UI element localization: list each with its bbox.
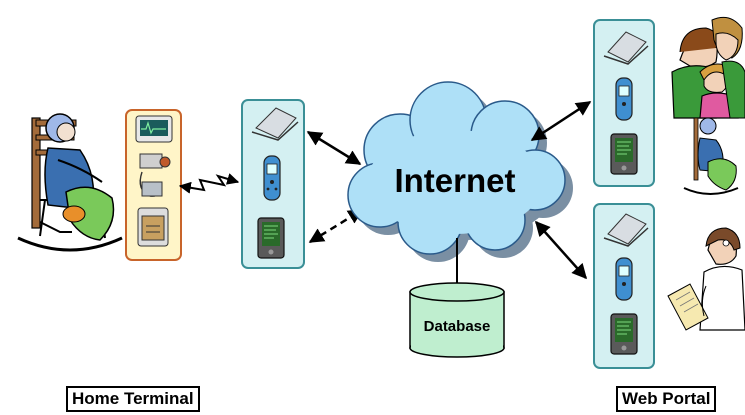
mobile-phone-icon [615,77,633,121]
laptop-icon [251,107,299,141]
link-home-internet-dashed [308,208,364,244]
laptop-icon [603,31,649,65]
home-terminal-caption: Home Terminal [66,386,200,412]
patient-in-rocking-chair-icon [17,113,123,252]
laptop-icon [603,213,649,247]
database-label: Database [424,318,491,335]
wireless-link [178,173,240,194]
patient-small-icon [683,117,739,195]
ecg-monitor-icon [135,115,173,143]
pda-icon [610,133,638,175]
pda-icon [610,313,638,355]
pda-icon [257,217,285,259]
internet-cloud: Internet [347,81,573,262]
link-home-internet [306,130,362,166]
mobile-phone-icon [263,155,281,201]
link-internet-portal-top [530,100,592,142]
doctor-icon [667,227,745,331]
link-internet-portal-bottom [535,220,587,280]
database-cylinder: Database [409,282,505,358]
blood-pressure-cuff-icon [139,153,171,197]
internet-label: Internet [394,162,515,199]
mobile-phone-icon [615,257,633,301]
family-icon [671,16,745,119]
web-portal-caption: Web Portal [616,386,717,412]
weight-scale-icon [137,207,169,247]
